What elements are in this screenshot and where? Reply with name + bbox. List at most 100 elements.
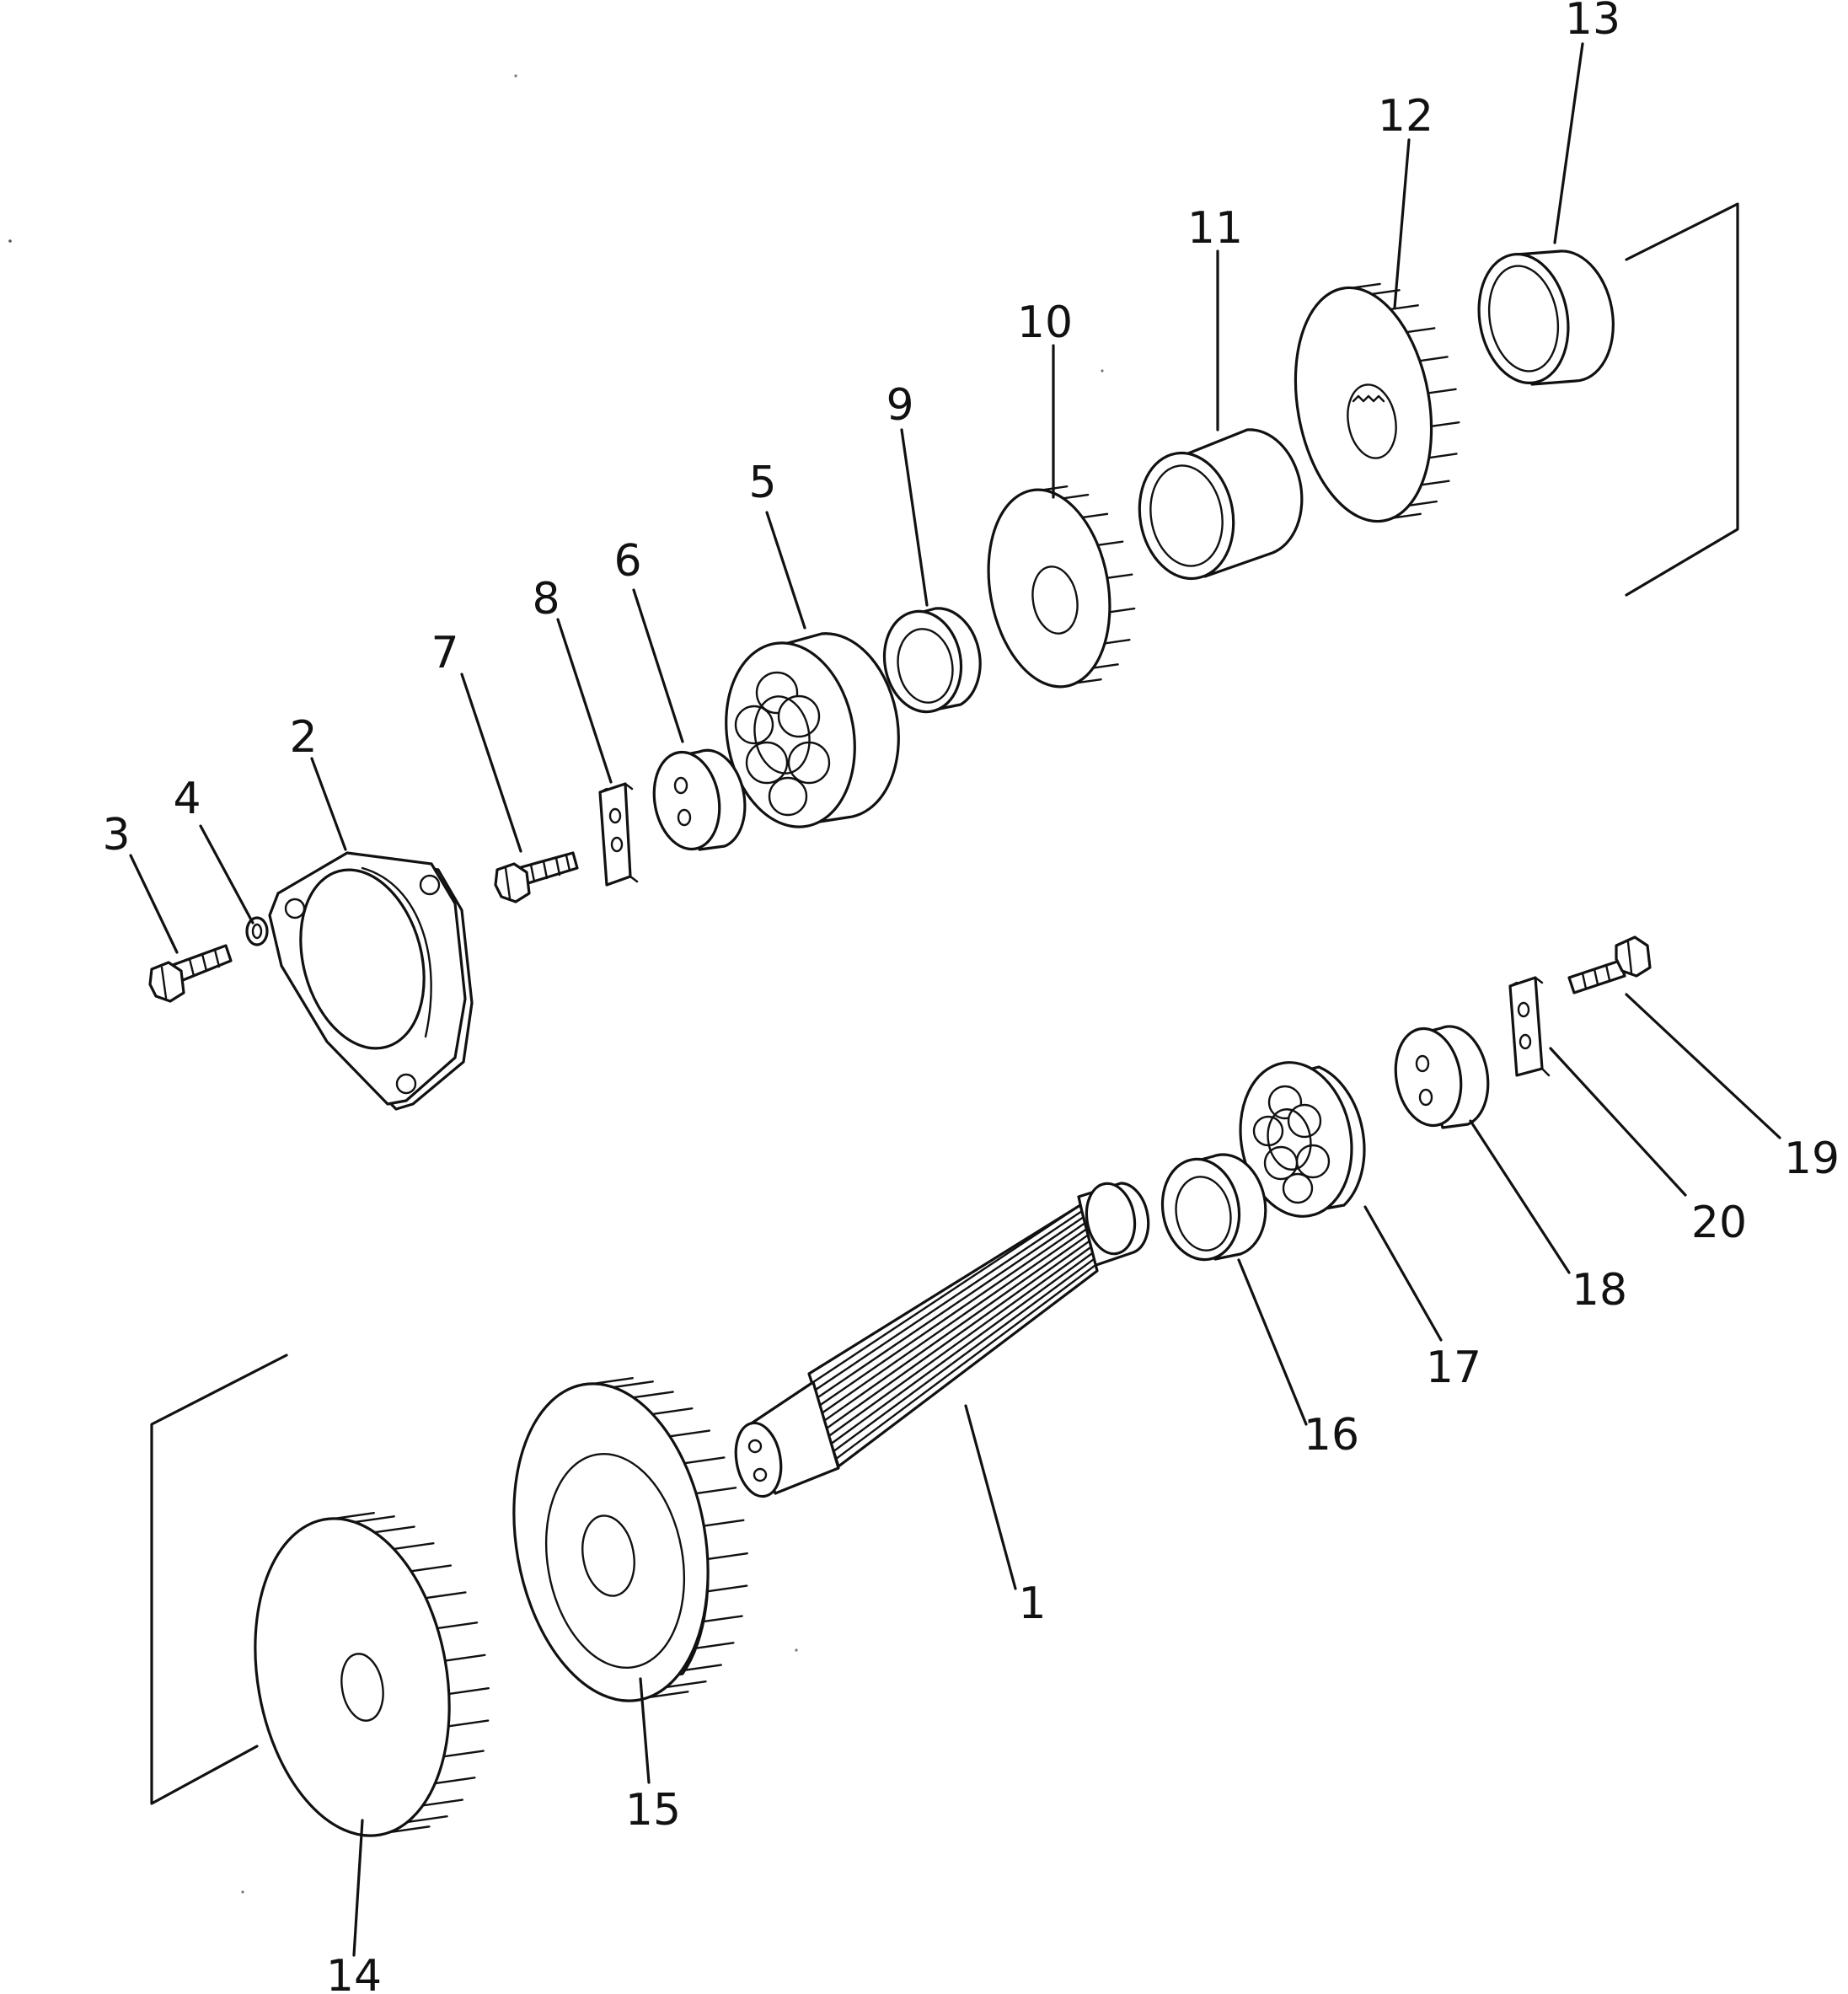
gear-tooth (1430, 421, 1460, 428)
gear-tooth (1062, 493, 1090, 500)
bolt-19-icon (1567, 935, 1652, 994)
spline-groove (835, 1263, 1097, 1461)
callout-3: 3 (102, 810, 130, 860)
callout-20: 20 (1691, 1198, 1747, 1248)
retainer-plate-18-icon (1394, 1025, 1490, 1129)
bolt-3-icon (148, 944, 233, 1003)
callout-9: 9 (886, 380, 913, 431)
gear-tooth (434, 1777, 476, 1785)
callout-4: 4 (173, 774, 201, 824)
gear-tooth (393, 1542, 435, 1551)
gear-tooth (410, 1564, 453, 1573)
callout-11: 11 (1187, 203, 1243, 254)
gear-tooth (1427, 388, 1457, 394)
leader-lines (129, 42, 1781, 1957)
gear-tooth (651, 1407, 694, 1416)
gear-tooth (388, 1825, 431, 1834)
spacer-sleeve-13-icon (1477, 249, 1615, 386)
callout-17: 17 (1426, 1343, 1481, 1393)
seal-ring-16-icon (1160, 1153, 1267, 1262)
gear-tooth (444, 1654, 486, 1662)
retainer-plate-6-icon (652, 748, 747, 851)
gear-tooth (665, 1680, 707, 1689)
spline-groove (821, 1228, 1088, 1414)
callout-16: 16 (1304, 1410, 1359, 1461)
callout-12: 12 (1378, 91, 1433, 142)
callout-15: 15 (625, 1785, 681, 1836)
callout-14: 14 (326, 1951, 382, 1994)
spline-groove (812, 1203, 1082, 1384)
callout-labels: 1 2 3 4 5 6 7 8 9 10 11 12 13 14 15 16 1… (102, 0, 1840, 1994)
spline-groove (833, 1257, 1095, 1453)
spacer-sleeve-11-icon (1138, 428, 1304, 581)
splined-shaft-1-icon (734, 1182, 1150, 1498)
ball-bearing-5-icon (725, 632, 900, 828)
callout-19: 19 (1784, 1134, 1840, 1184)
bolt-7-icon (494, 851, 579, 903)
gear-tooth (373, 1525, 415, 1534)
gear-tooth (1406, 327, 1436, 334)
bearing-cage-2-icon (268, 851, 474, 1111)
spline-groove (814, 1209, 1084, 1391)
callout-7: 7 (431, 628, 458, 678)
spline-groove (823, 1234, 1090, 1422)
callout-10: 10 (1017, 297, 1073, 348)
spline-groove (830, 1252, 1094, 1445)
gear-15-icon (512, 1376, 748, 1702)
gear-tooth (703, 1519, 745, 1527)
gear-tooth (1074, 678, 1102, 684)
gear-tooth (668, 1429, 711, 1438)
seal-ring-9-icon (882, 607, 982, 714)
callout-2: 2 (289, 712, 317, 763)
gear-tooth (1428, 453, 1458, 459)
spline-groove (817, 1215, 1085, 1399)
gear-tooth (705, 1584, 748, 1593)
gear-14-icon (254, 1511, 490, 1837)
gear-tooth (442, 1750, 485, 1758)
lock-plate-8-icon (598, 782, 639, 887)
callout-13: 13 (1565, 0, 1620, 45)
gear-tooth (612, 1380, 654, 1389)
gear-tooth (1096, 540, 1124, 547)
spline-groove (828, 1246, 1092, 1437)
gear-tooth (353, 1515, 395, 1524)
gear-tooth (447, 1719, 490, 1728)
gear-tooth (706, 1552, 748, 1561)
assembly-bracket-upper (1625, 202, 1739, 597)
gear-tooth (1092, 663, 1119, 669)
gear-tooth (632, 1391, 674, 1399)
callout-1: 1 (1018, 1579, 1046, 1629)
spline-groove (818, 1222, 1086, 1407)
gear-tooth (425, 1591, 467, 1600)
callout-18: 18 (1572, 1265, 1627, 1316)
callout-6: 6 (613, 536, 641, 587)
gear-10-icon (987, 485, 1136, 689)
gear-tooth (447, 1686, 490, 1696)
gear-tooth (1106, 573, 1133, 580)
gear-tooth (436, 1621, 479, 1630)
lock-plate-20-icon (1508, 976, 1551, 1077)
gear-tooth (683, 1456, 726, 1465)
gear-tooth (1103, 638, 1131, 645)
callout-8: 8 (532, 574, 560, 624)
ball-bearing-17-icon (1239, 1061, 1366, 1218)
gear-tooth (406, 1815, 448, 1824)
gear-tooth (1418, 356, 1449, 362)
gear-tooth (421, 1798, 463, 1807)
callout-5: 5 (748, 458, 776, 508)
gear-tooth (693, 1642, 735, 1650)
spline-groove (837, 1269, 1099, 1468)
gear-tooth (701, 1615, 743, 1623)
lock-washer-4-icon (245, 916, 269, 946)
gear-tooth (1420, 480, 1450, 486)
gear-tooth (1370, 289, 1401, 296)
gear-tooth (1391, 512, 1422, 519)
spline-groove (826, 1240, 1091, 1429)
gear-tooth (1407, 500, 1438, 507)
assembly-bracket-lower (150, 1353, 288, 1805)
gear-tooth (1108, 607, 1136, 614)
gear-tooth (680, 1664, 722, 1672)
gear-tooth (694, 1487, 737, 1495)
gear-tooth (647, 1691, 689, 1699)
